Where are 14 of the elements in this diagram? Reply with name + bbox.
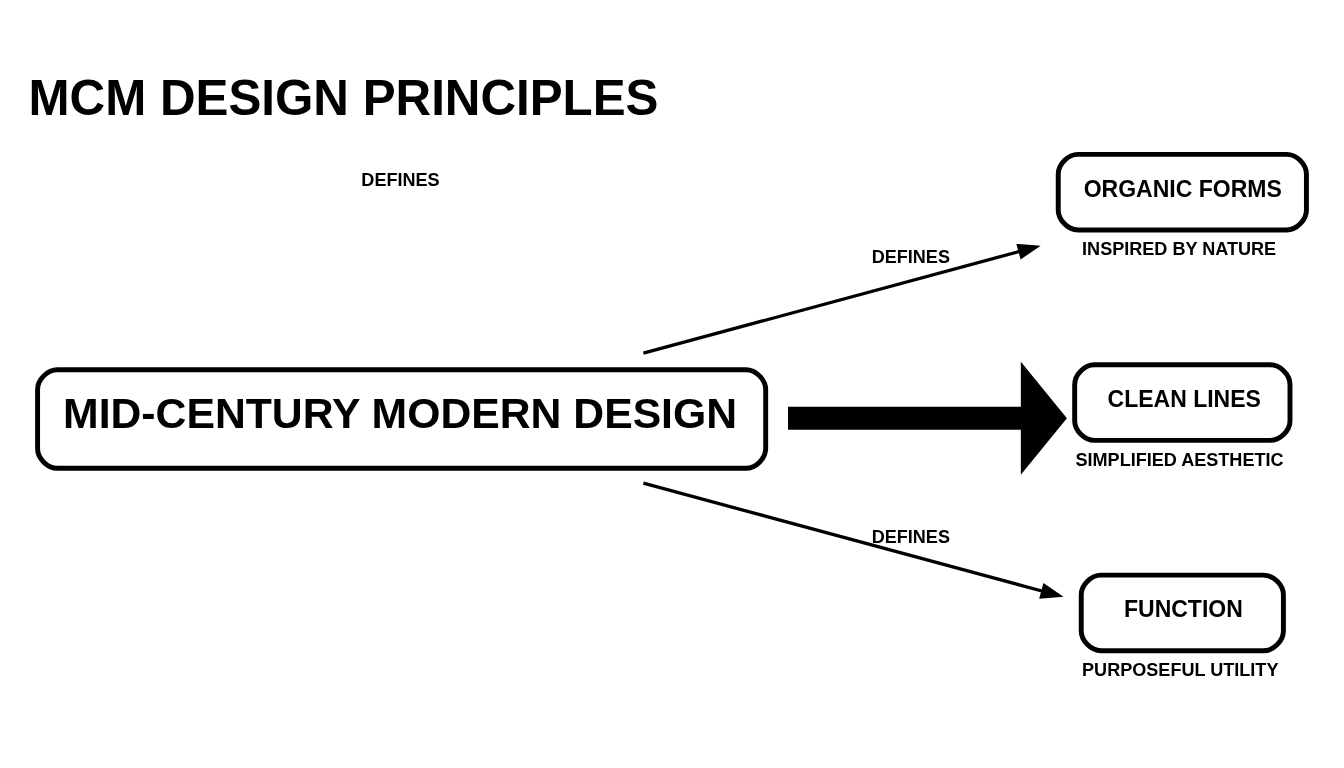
diagram-title: MCM DESIGN PRINCIPLES <box>28 69 659 125</box>
node-label: PURPOSEFUL UTILITY <box>1082 659 1279 680</box>
label: DEFINES <box>361 169 440 190</box>
edge-label: DEFINES <box>871 246 950 267</box>
node-box: CLEAN LINES <box>1072 361 1293 443</box>
node-label: SIMPLIFIED AESTHETIC <box>1075 449 1284 470</box>
edge-label: DEFINES <box>871 526 950 547</box>
arrow <box>642 243 1041 355</box>
node-box: ORGANIC FORMS <box>1055 151 1309 232</box>
arrow <box>788 361 1067 475</box>
node-label: INSPIRED BY NATURE <box>1082 238 1277 259</box>
arrow <box>642 481 1064 599</box>
node-box: MID-CENTURY MODERN DESIGN <box>35 366 769 471</box>
node-box: FUNCTION <box>1078 572 1286 653</box>
